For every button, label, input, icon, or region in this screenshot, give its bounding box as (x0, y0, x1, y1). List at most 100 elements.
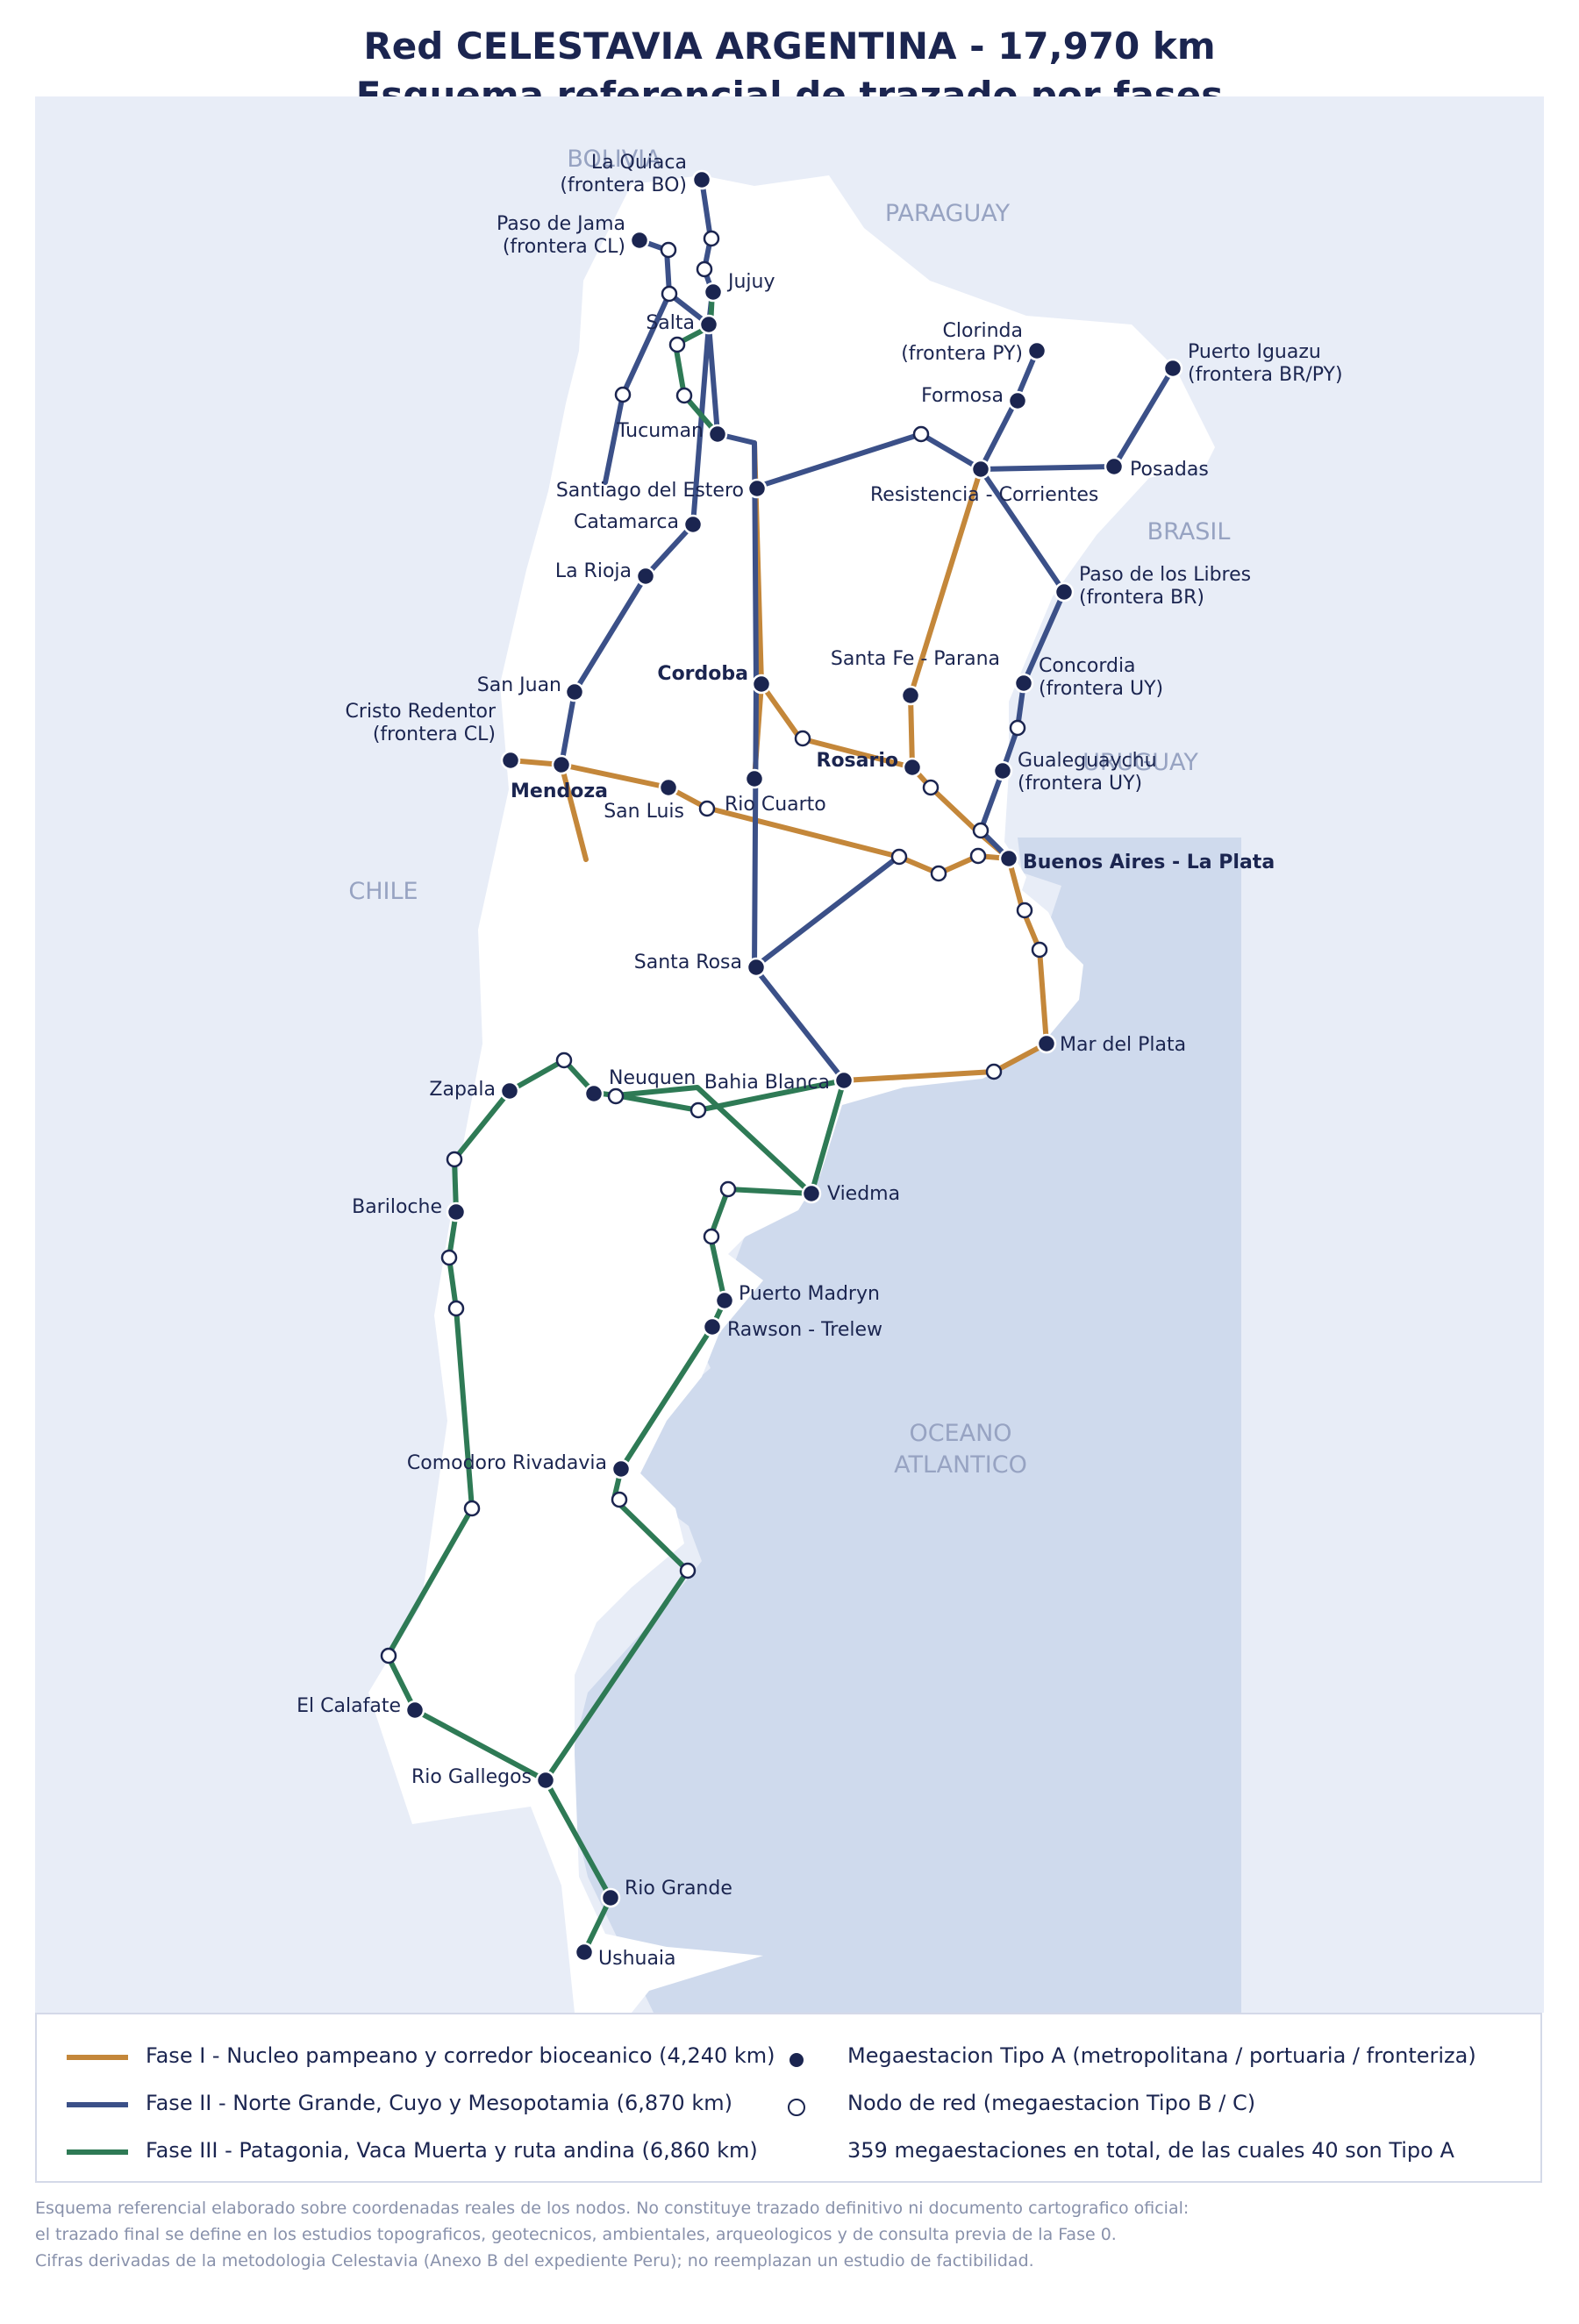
city-label-santa-fe: Santa Fe - Parana (831, 648, 1000, 670)
city-label-san-luis: San Luis (604, 801, 684, 823)
route-fase2-9 (706, 322, 759, 687)
megastation-tucuman (707, 424, 728, 445)
megastation-jujuy (703, 282, 724, 303)
route-fase2-16 (752, 965, 847, 1083)
network-node-30 (380, 1647, 397, 1665)
megastation-mendoza (551, 754, 572, 775)
megastation-salta (698, 314, 719, 335)
city-label-cordoba: Cordoba (657, 663, 748, 685)
city-label-cristo: Cristo Redentor(frontera CL) (346, 701, 497, 745)
megastation-comodoro (611, 1458, 632, 1479)
country-label-uruguay: URUGUAY (1082, 749, 1198, 776)
megastation-viedma (801, 1183, 822, 1204)
network-nodes (380, 169, 1183, 1963)
city-label-comodoro: Comodoro Rivadavia (407, 1452, 607, 1474)
city-label-el-calafate: El Calafate (297, 1695, 401, 1717)
megastation-santiago (747, 478, 768, 499)
network-node-27 (463, 1500, 481, 1517)
city-label-rawson: Rawson - Trelew (727, 1319, 882, 1341)
network-node-19 (555, 1052, 573, 1069)
network-node-20 (607, 1087, 625, 1105)
footnote-line2: el trazado final se define en los estudi… (35, 2225, 1117, 2244)
network-node-9 (922, 779, 940, 796)
network-node-13 (930, 865, 947, 882)
city-label-bahia-blanca: Bahia Blanca (704, 1072, 830, 1094)
megastation-bahia-blanca (833, 1070, 854, 1091)
legend-fase1-line (67, 2055, 128, 2060)
megastation-cordoba (751, 674, 772, 695)
network-node-3 (661, 285, 678, 303)
network-node-23 (440, 1249, 458, 1266)
legend-tipo-a-label: Megaestacion Tipo A (metropolitana / por… (847, 2043, 1476, 2068)
legend-fase1-label: Fase I - Nucleo pampeano y corredor bioc… (146, 2043, 775, 2068)
country-label-brasil: BRASIL (1147, 518, 1231, 545)
city-label-ushuaia: Ushuaia (598, 1948, 676, 1970)
legend-nodo-dot (788, 2099, 805, 2116)
route-fase1-6 (841, 1069, 997, 1083)
megastation-rio-grande (600, 1887, 621, 1908)
city-label-rio-grande: Rio Grande (625, 1878, 732, 1900)
city-label-santiago: Santiago del Estero (556, 480, 744, 502)
city-label-formosa: Formosa (921, 385, 1004, 407)
megastation-la-quiaca (691, 169, 712, 190)
city-label-rosario: Rosario (817, 750, 899, 772)
megastation-el-calafate (404, 1700, 425, 1721)
legend-fase3-label: Fase III - Patagonia, Vaca Muerta y ruta… (146, 2138, 758, 2163)
megastation-formosa (1007, 390, 1028, 411)
megastation-catamarca (682, 514, 704, 535)
city-label-jujuy: Jujuy (726, 271, 775, 293)
city-label-tucuman: Tucuman (616, 420, 704, 442)
megastation-san-luis (658, 777, 679, 798)
network-node-25 (719, 1180, 737, 1198)
map-title-line1: Red CELESTAVIA ARGENTINA - 17,970 km (363, 25, 1216, 68)
network-node-10 (1009, 719, 1026, 737)
network-node-17 (698, 800, 716, 817)
network-node-21 (689, 1101, 707, 1119)
city-label-puerto-iguazu: Puerto Iguazu(frontera BR/PY) (1188, 341, 1343, 386)
megastation-puerto-madryn (714, 1290, 735, 1311)
megastation-santa-fe (900, 685, 921, 706)
city-label-neuquen: Neuquen (609, 1067, 696, 1089)
city-label-la-rioja: La Rioja (555, 560, 632, 582)
megastation-gualeguaychu (992, 760, 1013, 781)
city-label-concordia: Concordia(frontera UY) (1039, 655, 1163, 700)
city-label-posadas: Posadas (1130, 459, 1209, 481)
network-node-7 (912, 425, 930, 443)
network-node-0 (703, 230, 720, 247)
network-node-24 (447, 1300, 465, 1317)
legend-tipo-a-dot (788, 2051, 805, 2069)
megastation-mar-del-plata (1036, 1033, 1057, 1054)
megastation-puerto-iguazu (1162, 358, 1183, 379)
megastation-cristo (500, 750, 521, 771)
city-label-zapala: Zapala (429, 1079, 496, 1101)
legend: Fase I - Nucleo pampeano y corredor bioc… (35, 2013, 1542, 2183)
legend-fase3-line (67, 2149, 128, 2155)
megastation-la-rioja (635, 566, 656, 587)
megastation-bariloche (446, 1201, 467, 1223)
network-node-11 (972, 822, 990, 839)
country-label-paraguay: PARAGUAY (885, 200, 1011, 227)
network-node-15 (1016, 902, 1033, 919)
megastation-buenos-aires (998, 848, 1019, 869)
network-node-4 (668, 336, 686, 353)
city-label-gualeguaychu: Gualeguaychu(frontera UY) (1018, 750, 1157, 795)
city-labels: La Quiaca(frontera BO)Paso de Jama(front… (297, 152, 1342, 1970)
city-label-paso-libres: Paso de los Libres(frontera BR) (1079, 564, 1251, 609)
route-fase2-7 (699, 177, 715, 295)
city-label-paso-jama: Paso de Jama(frontera CL) (497, 213, 625, 258)
network-node-16 (1031, 941, 1048, 959)
legend-fase2-label: Fase II - Norte Grande, Cuyo y Mesopotam… (146, 2091, 732, 2115)
legend-total-label: 359 megaestaciones en total, de las cual… (847, 2138, 1454, 2163)
megastation-resistencia (970, 459, 991, 480)
legend-nodo-label: Nodo de red (megaestacion Tipo B / C) (847, 2091, 1256, 2115)
city-label-clorinda: Clorinda(frontera PY) (901, 320, 1023, 365)
megastation-zapala (499, 1080, 520, 1101)
network-node-2 (696, 260, 713, 278)
network-node-8 (794, 730, 811, 747)
megastation-paso-jama (629, 230, 650, 251)
network-node-12 (890, 848, 908, 866)
city-label-santa-rosa: Santa Rosa (634, 952, 742, 973)
